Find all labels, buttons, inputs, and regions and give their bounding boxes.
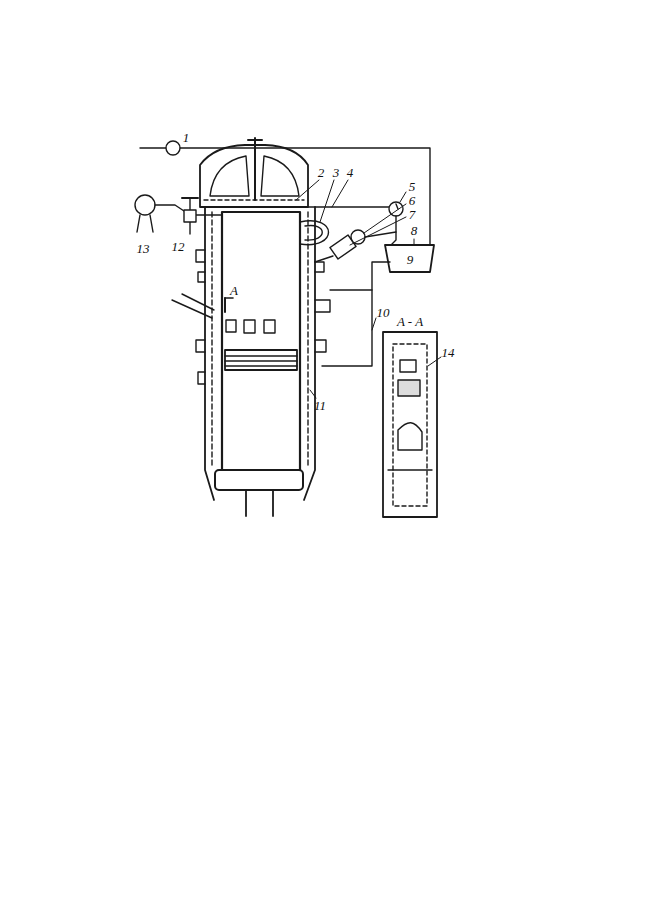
cylinder-block [205,207,214,500]
cylinder-head [248,139,262,141]
section-label: A [230,284,238,297]
piston [225,360,297,361]
cylinder-block [211,212,212,468]
intake-port [226,320,236,332]
cylinder-block [315,262,324,272]
callout-number: 2 [318,166,325,179]
cylinder-block [196,340,205,352]
cylinder-block [196,250,205,262]
return-pipe [322,262,390,366]
leader-lines [332,180,348,207]
intake-port [172,300,212,318]
section-label: A - A [397,315,423,328]
piston [225,365,297,366]
leader-lines [364,204,406,233]
cylinder-head [200,138,308,207]
thermostat [315,256,333,262]
cylinder-liner [222,212,300,470]
cylinder-block [307,212,308,468]
leader-lines [350,217,406,245]
callout-number: 11 [314,399,326,412]
piston [225,350,297,370]
section-view [388,469,432,470]
callout-number: 12 [172,240,185,253]
outlet-pipes [300,221,329,245]
section-view [400,360,416,372]
intake-port [182,294,214,310]
thermostat [315,230,396,262]
callout-number: 5 [409,180,416,193]
callout-number: 6 [409,194,416,207]
header-box [385,245,434,272]
outlet-pipes [300,206,389,207]
section-view [393,344,427,506]
section-view [383,332,437,517]
cylinder-block [198,372,205,384]
intake-port [264,320,275,333]
leader-lines [400,192,406,202]
cylinder-head [261,156,299,196]
leader-lines [310,390,316,398]
drain-valve [150,215,153,232]
section-marker [225,298,233,312]
return-pipe [322,262,390,366]
cylinder-block [196,207,330,500]
cylinder-block [198,272,205,282]
callout-number: 4 [347,166,354,179]
cylinder-block [315,300,330,312]
section-view [383,332,437,517]
leader-lines [296,180,319,200]
supply-pipe [140,141,430,245]
callout-number: 7 [409,208,416,221]
supply-pipe [140,148,430,245]
intake-port [172,294,275,333]
crankcase [272,490,274,516]
section-marker [224,298,226,312]
callout-number: 13 [137,242,150,255]
leader-lines [320,180,334,222]
supply-pipe [166,141,180,155]
cylinder-head [210,156,249,196]
section-view [398,380,420,396]
outlet-pipes [305,225,322,240]
drain-valve [184,210,196,222]
drain-valve [182,197,198,199]
piston [225,350,297,370]
intake-port [244,320,255,333]
crankcase [245,490,247,516]
callout-number: 3 [333,166,340,179]
cylinder-head [204,199,304,200]
callout-number: 10 [377,306,390,319]
callout-number: 14 [442,346,455,359]
crankcase [215,470,303,490]
thermostat [365,232,396,237]
callout-number: 8 [411,224,418,237]
cylinder-head [254,138,256,200]
callout-number: 9 [407,253,414,266]
section-view [398,423,422,450]
cylinder-liner [222,212,300,470]
leader-lines [428,357,441,366]
crankcase [215,470,303,516]
leader-lines [296,180,441,398]
section-marker [225,297,233,299]
drain-valve [135,195,155,215]
drain-valve [137,215,140,232]
piston [225,355,297,356]
drain-valve [135,195,222,234]
header-box [385,245,434,272]
callout-number: 1 [183,131,190,144]
outlet-pipes [396,204,398,209]
return-pipe [330,289,372,290]
thermostat [351,230,365,244]
cylinder-block [315,340,326,352]
cylinder-block [304,207,315,500]
leader-lines [372,318,376,330]
leader-lines [414,239,415,245]
